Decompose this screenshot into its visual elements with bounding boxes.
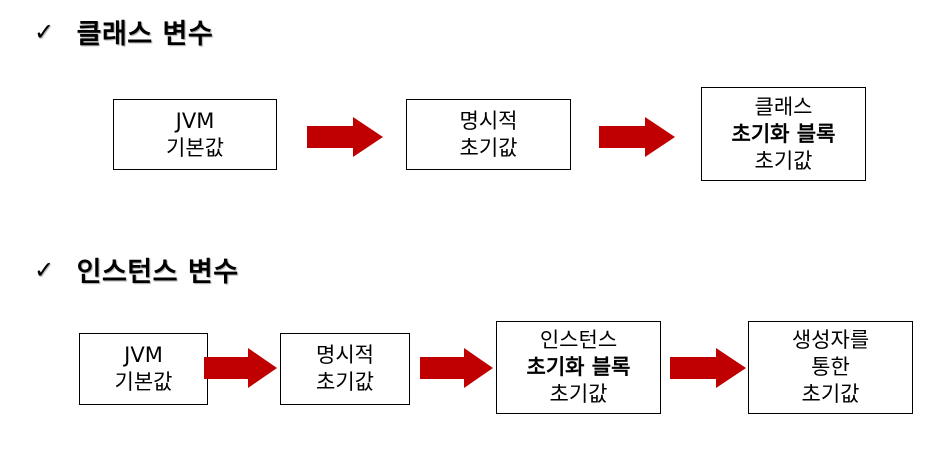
step-line: 클래스 [754, 94, 813, 119]
step-line: 명시적 [316, 343, 374, 367]
step-line: 초기값 [459, 135, 518, 160]
right-arrow-icon [307, 117, 383, 157]
step-line: 초기값 [801, 382, 860, 406]
section-heading-instance-variables: ✓ 인스턴스 변수 [34, 250, 239, 289]
section-title: 인스턴스 변수 [76, 257, 239, 288]
checkmark-icon: ✓ [34, 17, 55, 46]
step-box-jvm-default: JVM 기본값 [113, 99, 277, 170]
section-heading-class-variables: ✓ 클래스 변수 [34, 12, 213, 51]
step-line: JVM [175, 108, 215, 133]
step-line: 인스턴스 [539, 328, 618, 352]
step-line: 기본값 [166, 135, 224, 160]
step-box-jvm-default: JVM 기본값 [79, 333, 208, 405]
step-line-bold: 초기화 블록 [731, 121, 836, 146]
step-box-instance-init-block: 인스턴스 초기화 블록 초기값 [496, 321, 661, 414]
right-arrow-icon [670, 348, 746, 388]
step-line: 초기값 [549, 382, 608, 406]
step-line: 기본값 [114, 370, 173, 394]
step-line: 초기값 [754, 148, 813, 173]
step-line-bold: 초기화 블록 [526, 355, 631, 379]
right-arrow-icon [420, 348, 493, 388]
checkmark-icon: ✓ [34, 255, 55, 284]
step-line: 통한 [811, 355, 850, 379]
step-box-explicit-init: 명시적 초기값 [280, 333, 410, 405]
step-box-explicit-init: 명시적 초기값 [406, 99, 571, 170]
step-line: 명시적 [459, 108, 518, 133]
step-box-class-init-block: 클래스 초기화 블록 초기값 [701, 87, 866, 181]
section-title: 클래스 변수 [76, 19, 214, 50]
step-line: 초기값 [316, 370, 374, 394]
step-line: JVM [124, 343, 163, 367]
step-line: 생성자를 [791, 328, 870, 352]
right-arrow-icon [599, 117, 675, 157]
right-arrow-icon [204, 348, 277, 388]
step-box-constructor-init: 생성자를 통한 초기값 [748, 321, 913, 414]
